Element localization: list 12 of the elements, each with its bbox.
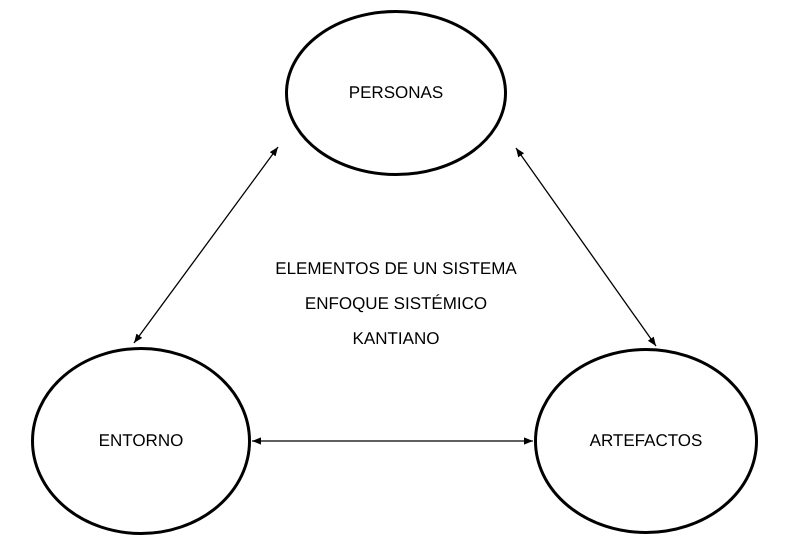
center-text: ENFOQUE SISTÉMICO [304, 294, 488, 314]
center-text: ELEMENTOS DE UN SISTEMA [275, 259, 517, 279]
ellipse-node [31, 347, 251, 535]
ellipse-node [285, 10, 507, 176]
node-label: ARTEFACTOS [590, 431, 702, 451]
node-label: ENTORNO [98, 431, 184, 451]
double-arrow [515, 148, 657, 346]
node-label: PERSONAS [348, 83, 444, 103]
double-arrow [133, 146, 279, 344]
ellipse-node [534, 348, 758, 534]
double-arrow [252, 437, 533, 445]
center-text: KANTIANO [352, 329, 440, 349]
